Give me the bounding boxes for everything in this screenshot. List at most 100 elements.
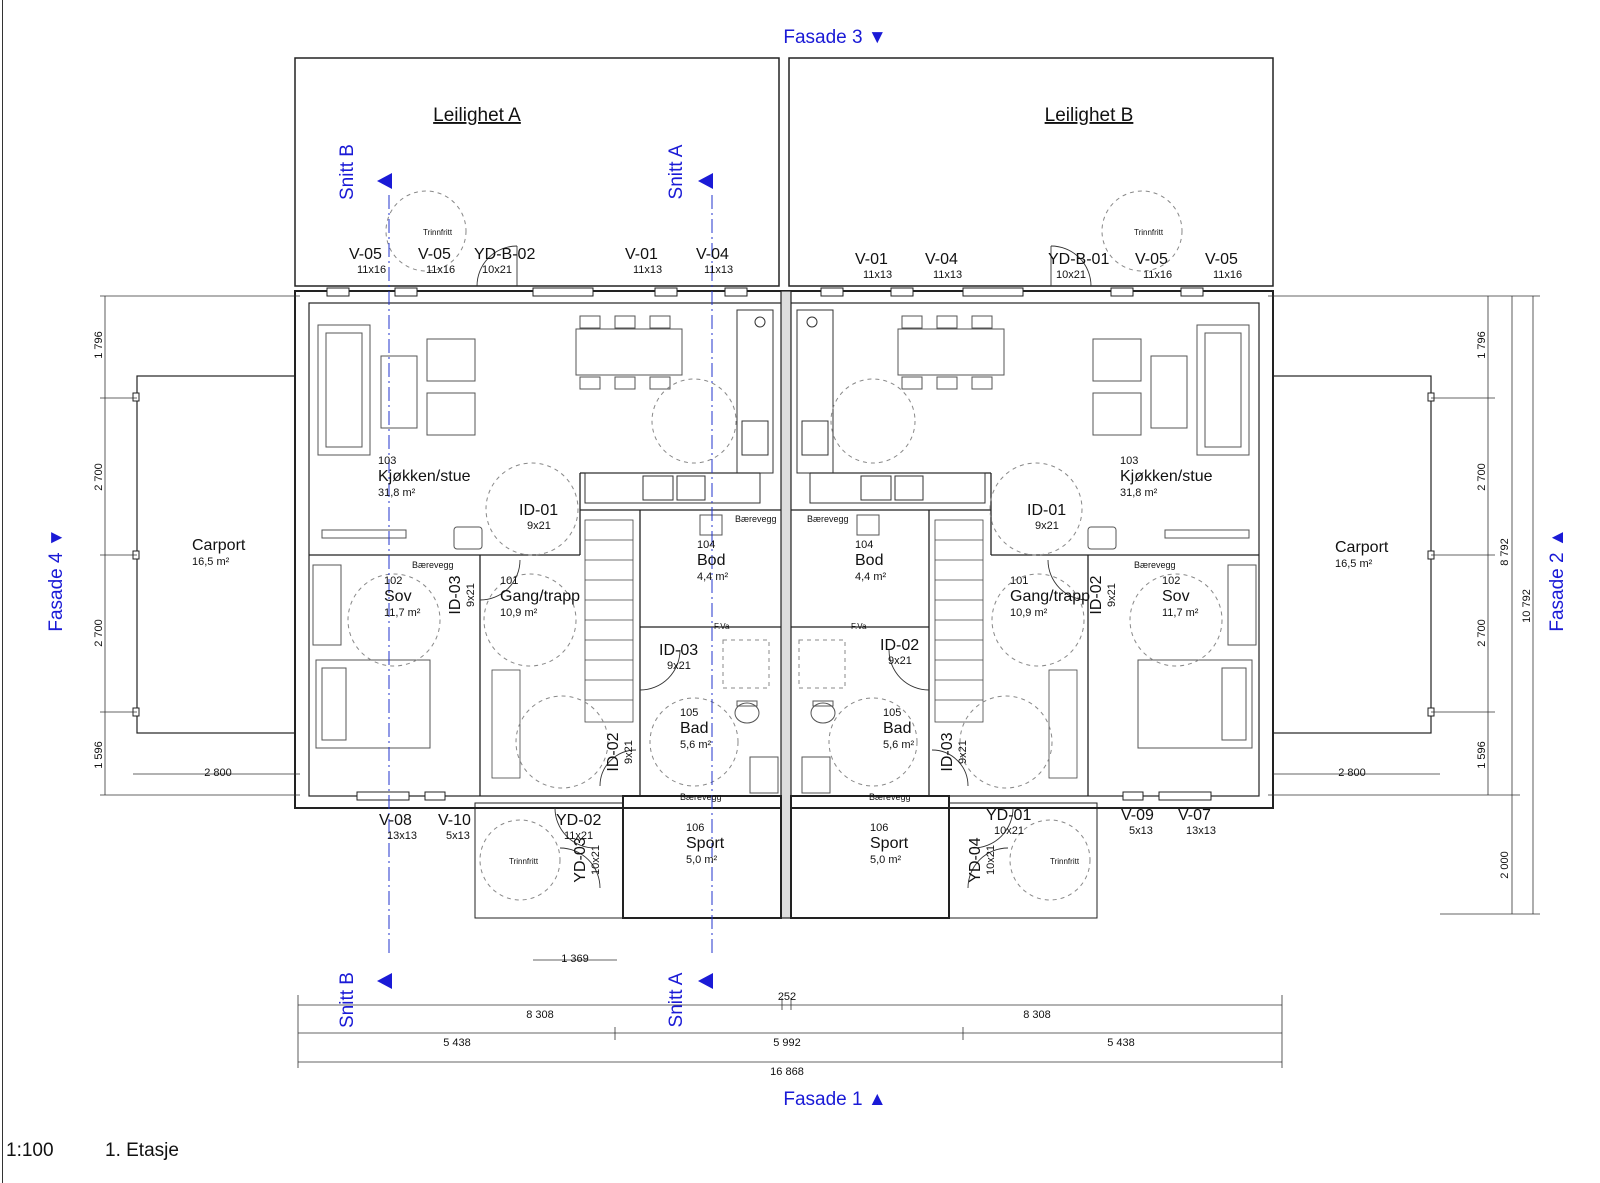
dimension-half-left: 8 308 — [526, 1009, 554, 1021]
dimension-carport-w-left: 2 800 — [204, 767, 232, 779]
opening-code: YD-B-02 — [474, 246, 535, 263]
opening-size: 13x13 — [387, 830, 417, 842]
opening-size-vertical: 10x21 — [590, 845, 602, 875]
opening-code: ID-03 — [659, 642, 698, 659]
room-name: Sport — [870, 835, 909, 852]
room-name: Bad — [883, 720, 911, 737]
room-number: 101 — [1010, 575, 1028, 587]
opening-size: 11x16 — [426, 264, 455, 276]
terrace-b — [788, 57, 1274, 287]
dimension-seg-left: 5 438 — [443, 1037, 471, 1049]
opening-size: 10x21 — [482, 264, 512, 276]
room-area: 4,4 m² — [855, 571, 887, 583]
section-b-label: Snitt B — [337, 972, 358, 1028]
room-name: Sport — [686, 835, 725, 852]
opening-code: V-04 — [696, 246, 729, 263]
opening-size-vertical: 9x21 — [957, 740, 969, 764]
room-area: 11,7 m² — [384, 607, 421, 619]
opening-code-vertical: ID-02 — [605, 732, 622, 771]
opening-size-vertical: 10x21 — [985, 845, 997, 875]
room-number: 106 — [870, 822, 888, 834]
opening-code: YD-01 — [986, 807, 1031, 824]
opening-size: 11x16 — [1143, 269, 1172, 281]
carport-a-outline — [136, 375, 296, 734]
room-area: 10,9 m² — [1010, 607, 1048, 619]
room-name: Gang/trapp — [500, 588, 580, 605]
dimension-right-5: 2 000 — [1499, 851, 1511, 879]
dimension-entry-w: 1 369 — [561, 953, 589, 965]
room-area: 5,0 m² — [686, 854, 718, 866]
opening-code: V-09 — [1121, 807, 1154, 824]
facade-label-f4: Fasade 4 ▼ — [46, 528, 67, 631]
opening-size-vertical: 9x21 — [623, 740, 635, 764]
opening-code: V-01 — [855, 251, 888, 268]
opening-code: ID-02 — [880, 637, 919, 654]
room-number: 101 — [500, 575, 518, 587]
opening-size: 5x13 — [446, 830, 470, 842]
room-name: Carport — [192, 537, 246, 554]
room-name: Bad — [680, 720, 708, 737]
opening-size: 9x21 — [667, 660, 691, 672]
load-bearing-wall-note: Bærevegg — [807, 514, 849, 524]
dimension-right-2: 2 700 — [1476, 463, 1488, 491]
opening-code: V-07 — [1178, 807, 1211, 824]
section-a-label: Snitt A — [666, 972, 687, 1027]
opening-size: 11x13 — [633, 264, 662, 276]
room-area: 16,5 m² — [1335, 558, 1373, 570]
dimension-left-2: 2 700 — [93, 463, 105, 491]
opening-size: 13x13 — [1186, 825, 1216, 837]
load-bearing-wall-note: Bærevegg — [412, 560, 454, 570]
load-bearing-wall-note: Bærevegg — [735, 514, 777, 524]
room-number: 106 — [686, 822, 704, 834]
opening-size-vertical: 9x21 — [1106, 583, 1118, 607]
opening-code-vertical: ID-03 — [447, 575, 464, 614]
opening-size: 10x21 — [1056, 269, 1086, 281]
opening-code: V-05 — [349, 246, 382, 263]
opening-code: V-05 — [418, 246, 451, 263]
opening-size: 11x13 — [933, 269, 962, 281]
floor-drain-note: F.Va — [714, 622, 730, 631]
room-name: Bod — [855, 552, 883, 569]
dimension-seg-right: 5 438 — [1107, 1037, 1135, 1049]
opening-code: V-05 — [1205, 251, 1238, 268]
room-name: Kjøkken/stue — [1120, 468, 1213, 485]
dimension-carport-w-right: 2 800 — [1338, 767, 1366, 779]
opening-code-vertical: YD-03 — [572, 837, 589, 882]
room-number: 105 — [883, 707, 901, 719]
step-free-note: Trinnfritt — [1134, 228, 1164, 237]
opening-code: YD-B-01 — [1048, 251, 1109, 268]
dimension-total: 16 868 — [770, 1066, 804, 1078]
opening-code: V-08 — [379, 812, 412, 829]
dimension-right-3: 2 700 — [1476, 619, 1488, 647]
dimension-left-4: 1 596 — [93, 741, 105, 769]
room-number: 104 — [855, 539, 873, 551]
room-name: Gang/trapp — [1010, 588, 1090, 605]
terrace-a — [294, 57, 780, 287]
opening-code: ID-01 — [1027, 502, 1066, 519]
load-bearing-wall-note: Bærevegg — [869, 792, 911, 802]
dimension-right-total-a: 8 792 — [1499, 538, 1511, 566]
room-number: 105 — [680, 707, 698, 719]
section-a-label: Snitt A — [666, 144, 687, 199]
room-number: 103 — [1120, 455, 1138, 467]
party-wall — [780, 290, 792, 919]
step-free-note: Trinnfritt — [1050, 857, 1080, 866]
dimension-right-1: 1 796 — [1476, 331, 1488, 359]
room-name: Sov — [384, 588, 412, 605]
apartment-a-title: Leilighet A — [433, 105, 521, 126]
room-number: 102 — [1162, 575, 1180, 587]
room-number: 104 — [697, 539, 715, 551]
room-area: 5,6 m² — [680, 739, 712, 751]
room-area: 31,8 m² — [1120, 487, 1158, 499]
opening-size: 11x13 — [704, 264, 733, 276]
dimension-left-3: 2 700 — [93, 619, 105, 647]
room-name: Carport — [1335, 539, 1389, 556]
room-name: Sov — [1162, 588, 1190, 605]
facade-label-f2: Fasade 2 ▲ — [1547, 528, 1568, 631]
opening-code: V-01 — [625, 246, 658, 263]
entry-a — [474, 802, 624, 919]
opening-size: 10x21 — [994, 825, 1024, 837]
opening-code: V-05 — [1135, 251, 1168, 268]
opening-code: ID-01 — [519, 502, 558, 519]
